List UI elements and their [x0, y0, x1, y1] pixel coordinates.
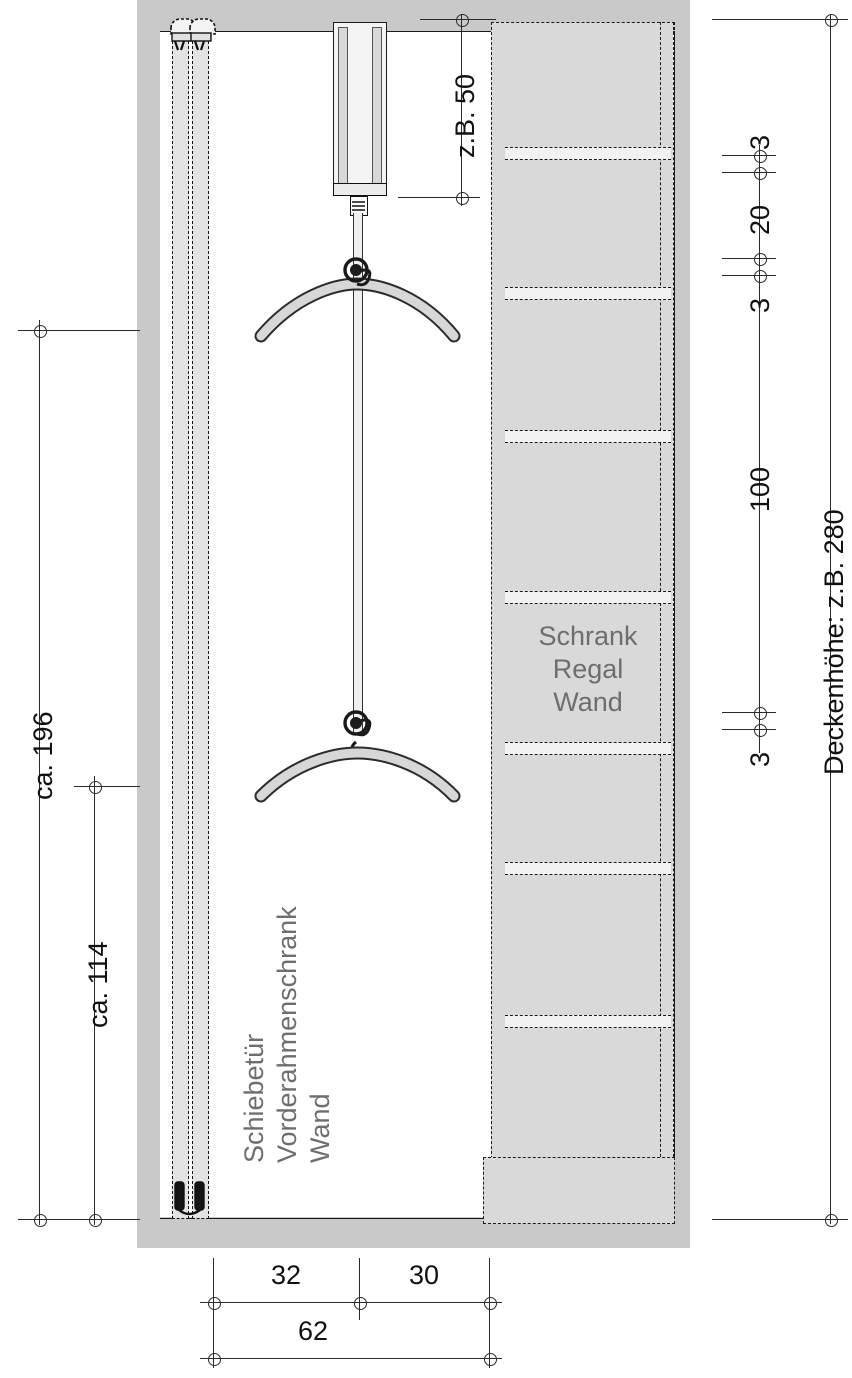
dim-deckenhoehe-ext-bottom	[712, 1219, 848, 1221]
dim-114-line	[94, 776, 96, 1225]
hanger-upper	[254, 250, 461, 343]
dim-62-tick-left	[208, 1353, 221, 1366]
door-label-line-2: Vorderahmenschrank	[272, 906, 302, 1163]
dim-depth-ext-mid	[359, 1258, 361, 1320]
vertical-lift-rod	[353, 213, 363, 735]
dim-depth-chain-line	[200, 1302, 502, 1304]
dim-20-text: 20	[745, 204, 775, 235]
door-label-line-3: Wand	[305, 1093, 335, 1163]
pulldown-rail-channel-left	[338, 27, 348, 184]
cabinet-plinth	[483, 1157, 675, 1224]
dim-30-tick-right	[484, 1297, 497, 1310]
dim-196-tick-top	[34, 325, 47, 338]
dim-114-tick-bottom	[89, 1214, 102, 1227]
cabinet-label-line-3: Wand	[553, 686, 623, 717]
dim-62-tick-right	[484, 1353, 497, 1366]
dim-32-tick-left	[208, 1297, 221, 1310]
dim-3-top-text: 3	[745, 134, 775, 150]
door-label-line-1: Schiebetür	[239, 1033, 269, 1163]
dim-zb50-tick-top	[456, 14, 469, 27]
cabinet-label-line-2: Regal	[552, 653, 624, 684]
cabinet-shelf-3	[505, 430, 671, 443]
cabinet-shelf-5	[505, 742, 671, 755]
dim-3-mid-text: 3	[745, 297, 775, 313]
dim-32-30-tick-mid	[354, 1297, 367, 1310]
dim-100-text: 100	[745, 466, 775, 512]
pulldown-rail-footplate	[333, 183, 387, 196]
cabinet-shelf-6	[505, 862, 671, 875]
dim-chain-tick-6	[754, 724, 767, 737]
dim-deckenhoehe-line	[830, 14, 832, 1224]
door-label-stack: Schiebetür Vorderahmenschrank Wand	[238, 906, 335, 1164]
door-guide-assembly-bottom	[170, 1178, 214, 1220]
cabinet-shelf-4	[505, 591, 671, 604]
dim-depth-ext-left	[213, 1258, 215, 1368]
dim-chain-ext-5	[722, 712, 776, 714]
dim-chain-tick-5	[754, 707, 767, 720]
cabinet-shelf-7	[505, 1015, 671, 1028]
dim-deckenhoehe-ext-top	[712, 19, 848, 21]
cabinet-label-stack: Schrank Regal Wand	[504, 620, 672, 719]
dim-deckenhoehe-tick-top	[825, 14, 838, 27]
dim-chain-ext-4	[722, 275, 776, 277]
dim-32-text: 32	[270, 1260, 302, 1290]
dim-zb50-ext-bottom	[398, 197, 480, 199]
dim-chain-ext-2	[722, 172, 776, 174]
hanger-lower	[254, 710, 461, 803]
dim-chain-ext-1	[722, 155, 776, 157]
dim-zb50-tick-bottom	[456, 192, 469, 205]
dim-chain-tick-1	[754, 150, 767, 163]
sliding-door-leaf-front[interactable]	[172, 31, 189, 1219]
dim-deckenhoehe-text: Deckenhöhe: z.B. 280	[819, 509, 849, 775]
dim-chain-line	[759, 145, 761, 753]
dim-196-line	[39, 320, 41, 1225]
dim-chain-tick-2	[754, 167, 767, 180]
dim-114-tick-top	[89, 781, 102, 794]
dim-62-line	[200, 1358, 502, 1360]
dim-196-ext-top	[18, 330, 140, 332]
dim-chain-ext-6	[722, 729, 776, 731]
dim-chain-tick-4	[754, 270, 767, 283]
dim-zb50-line	[461, 14, 463, 206]
dim-3-low-text: 3	[745, 751, 775, 767]
dim-30-text: 30	[408, 1260, 440, 1290]
dim-chain-tick-3	[754, 253, 767, 266]
right-wall	[674, 0, 690, 1248]
rail-rod-connector	[350, 196, 368, 216]
dim-196-text: ca. 196	[28, 711, 58, 800]
door-roller-assembly-top	[168, 14, 216, 54]
pulldown-rail-channel-right	[372, 27, 382, 184]
dim-zb50-text: z.B. 50	[450, 73, 480, 158]
cabinet-shelf-1	[505, 147, 671, 160]
dim-114-ext-top	[74, 786, 140, 788]
dim-114-text: ca. 114	[83, 941, 113, 1028]
cabinet-label-line-1: Schrank	[538, 621, 638, 651]
dim-deckenhoehe-tick-bottom	[825, 1214, 838, 1227]
cabinet-back-panel-line	[660, 22, 674, 1222]
dim-62-text: 62	[297, 1316, 329, 1346]
cabinet-shelf-2	[505, 287, 671, 300]
dim-114-ext-bottom	[74, 1219, 140, 1221]
dim-depth-ext-right	[489, 1258, 491, 1368]
dim-chain-ext-3	[722, 258, 776, 260]
sliding-door-leaf-rear[interactable]	[192, 31, 209, 1219]
dim-196-tick-bottom	[34, 1214, 47, 1227]
left-wall	[137, 0, 160, 1248]
